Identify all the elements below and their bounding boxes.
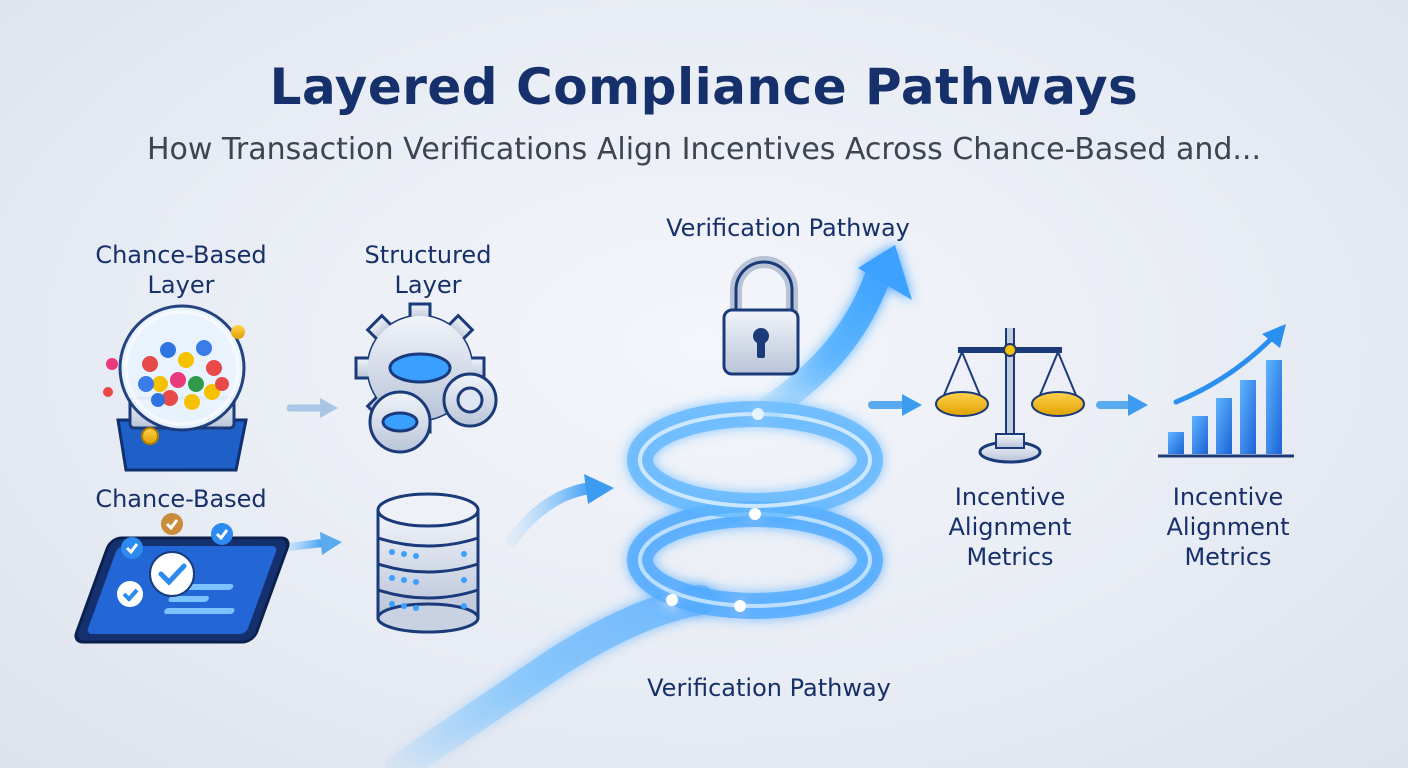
verification-spiral-icon [627, 401, 883, 619]
page-title: Layered Compliance Pathways [269, 58, 1139, 116]
label-structured-layer: Structured Layer [364, 241, 492, 299]
label-incentive-metrics-1: Incentive Alignment Metrics [948, 483, 1072, 571]
label-verification-pathway-bottom: Verification Pathway [647, 674, 891, 702]
connector-arrow-2 [278, 532, 342, 555]
label-chance-based: Chance-Based [95, 485, 267, 513]
label-chance-based-layer: Chance-Based Layer [95, 241, 267, 299]
bar-chart-growth-icon [1158, 324, 1294, 458]
connector-arrow-1 [286, 398, 338, 418]
verification-up-arrow [747, 245, 912, 427]
padlock-icon [722, 256, 800, 376]
connector-arrow-3 [506, 474, 614, 546]
gumball-machine-icon [103, 304, 248, 472]
label-verification-pathway-top: Verification Pathway [666, 214, 910, 242]
connector-arrow-5 [1096, 394, 1148, 416]
page-subtitle: How Transaction Verifications Align Ince… [146, 132, 1261, 167]
balance-scale-icon [935, 328, 1085, 464]
label-incentive-metrics-2: Incentive Alignment Metrics [1166, 483, 1290, 571]
tablet-checklist-icon [74, 513, 290, 644]
gears-icon [354, 302, 498, 454]
connector-arrow-4 [868, 394, 922, 416]
database-icon [376, 492, 480, 634]
